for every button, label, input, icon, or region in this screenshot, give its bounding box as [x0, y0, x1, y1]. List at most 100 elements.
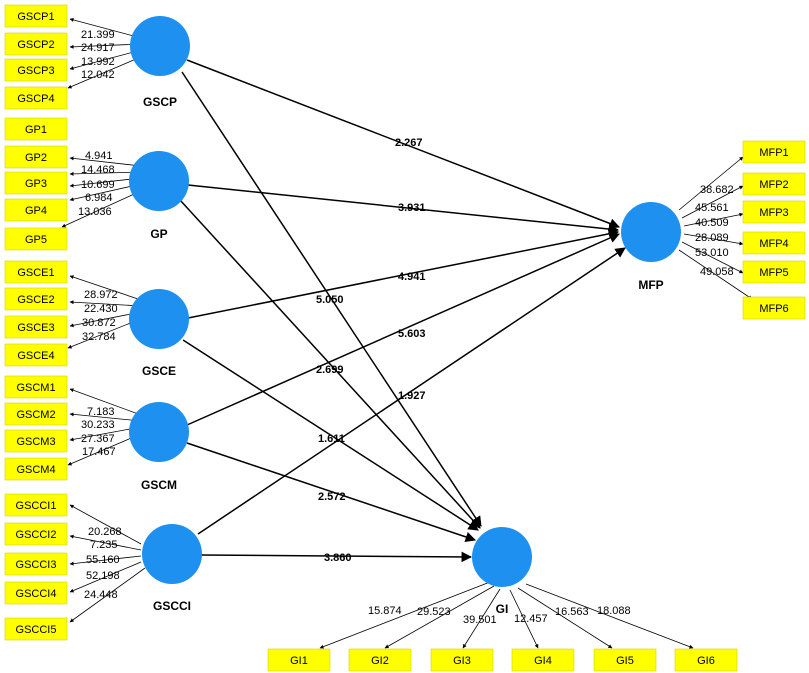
- loading-gi3: 39.501: [463, 614, 497, 626]
- indicator-gi1: GI1: [290, 655, 308, 667]
- loading-gscci4: 52.198: [86, 570, 120, 582]
- construct-gsce-label: GSCE: [142, 364, 176, 378]
- indicator-gscci2: GSCCI2: [16, 529, 57, 541]
- indicator-gscp4: GSCP4: [17, 93, 54, 105]
- construct-gscci-label: GSCCI: [153, 599, 191, 613]
- construct-gi-circle: [472, 527, 532, 587]
- construct-gp-circle: [129, 151, 189, 211]
- path-gscp-gi: [181, 71, 482, 527]
- indicator-gscci5: GSCCI5: [16, 624, 57, 636]
- indicator-gscm1: GSCM1: [16, 382, 55, 394]
- loading-mfp5: 53.010: [695, 247, 729, 259]
- indicator-mfp2: MFP2: [759, 179, 788, 191]
- path-gscci-gi: [200, 551, 473, 563]
- path-gscm-mfp: [186, 233, 620, 426]
- path-label-gscci-mfp: 1.927: [398, 390, 426, 402]
- loading-gsce4: 32.784: [82, 331, 116, 343]
- loading-gp5: 13.036: [78, 206, 112, 218]
- loading-gi4: 12.457: [514, 613, 548, 625]
- indicator-gscp3: GSCP3: [17, 65, 54, 77]
- latent-constructs: GSCP GP GSCE GSCM GSCCI MFP GI: [129, 16, 681, 616]
- loading-mfp2: 45.561: [695, 202, 729, 214]
- indicator-gscm4: GSCM4: [16, 464, 55, 476]
- path-gp-mfp: [187, 184, 620, 235]
- loading-gp4: 6.984: [85, 192, 113, 204]
- indicator-gscm2: GSCM2: [16, 409, 55, 421]
- construct-gsce-circle: [129, 289, 189, 349]
- path-gscci-mfp: [197, 247, 626, 535]
- construct-mfp-label: MFP: [638, 278, 663, 292]
- indicator-gi3: GI3: [453, 655, 471, 667]
- indicator-gi5: GI5: [616, 655, 634, 667]
- loading-mfp6: 49.058: [700, 266, 734, 278]
- construct-mfp-circle: [621, 202, 681, 262]
- indicator-gsce3: GSCE3: [17, 322, 54, 334]
- indicator-gi2: GI2: [371, 655, 389, 667]
- indicator-gscp2: GSCP2: [17, 39, 54, 51]
- loading-gp1: 4.941: [85, 150, 113, 162]
- path-gsce-mfp: [187, 228, 620, 319]
- indicator-mfp4: MFP4: [759, 238, 788, 250]
- path-label-gscci-gi: 3.860: [324, 552, 352, 564]
- indicator-gp1: GP1: [25, 124, 47, 136]
- indicator-gi6: GI6: [697, 655, 715, 667]
- loading-gscm1: 7.183: [87, 406, 115, 418]
- indicator-gscp1: GSCP1: [17, 11, 54, 23]
- construct-gscm-circle: [129, 402, 189, 462]
- structural-paths: 2.267 3.931 4.941 5.603 1.927 5.050 2.69…: [179, 59, 626, 564]
- indicator-mfp1: MFP1: [759, 147, 788, 159]
- indicator-gsce1: GSCE1: [17, 267, 54, 279]
- loading-gsce2: 22.430: [84, 303, 118, 315]
- indicator-gp5: GP5: [25, 234, 47, 246]
- loading-gp3: 10.699: [81, 179, 115, 191]
- indicator-gscci4: GSCCI4: [16, 588, 57, 600]
- loading-gscci5: 24.448: [84, 589, 118, 601]
- indicator-gscci3: GSCCI3: [16, 559, 57, 571]
- loading-gscm2: 30.233: [81, 419, 115, 431]
- indicator-gscci1: GSCCI1: [16, 500, 57, 512]
- indicator-gp4: GP4: [25, 205, 47, 217]
- indicator-mfp3: MFP3: [759, 207, 788, 219]
- construct-gi-label: GI: [496, 602, 509, 616]
- path-label-gsce-mfp: 4.941: [398, 271, 426, 283]
- path-label-gsce-gi: 1.611: [318, 433, 345, 445]
- construct-gscm-label: GSCM: [141, 478, 177, 492]
- loading-mfp4: 28.089: [695, 232, 729, 244]
- indicator-gsce2: GSCE2: [17, 294, 54, 306]
- loading-gsce1: 28.972: [84, 289, 118, 301]
- path-label-gscm-gi: 2.572: [318, 491, 346, 503]
- loading-gscci1: 20.268: [88, 526, 122, 538]
- loading-gscm3: 27.367: [81, 433, 115, 445]
- loading-gi5: 16.563: [555, 606, 589, 618]
- loading-gscp4: 12.042: [81, 69, 115, 81]
- loading-gi2: 29.523: [417, 606, 451, 618]
- loading-mfp1: 38.682: [700, 184, 734, 196]
- loading-mfp3: 40.509: [695, 217, 729, 229]
- indicator-gscm3: GSCM3: [16, 436, 55, 448]
- path-label-gscp-gi: 5.050: [316, 294, 344, 306]
- indicator-gsce4: GSCE4: [17, 350, 54, 362]
- loading-gscci2: 7.235: [90, 539, 118, 551]
- path-label-gp-mfp: 3.931: [398, 202, 426, 214]
- path-label-gscp-mfp: 2.267: [395, 137, 423, 149]
- path-gscp-mfp: [186, 59, 620, 229]
- loading-gscp3: 13.992: [81, 56, 115, 68]
- path-label-gscm-mfp: 5.603: [398, 328, 426, 340]
- construct-gp-label: GP: [150, 227, 167, 241]
- indicator-gp3: GP3: [25, 178, 47, 190]
- loading-gscci3: 55.160: [86, 554, 120, 566]
- path-gp-gi: [179, 199, 481, 529]
- indicator-boxes: GSCP1 GSCP2 GSCP3 GSCP4 GP1 GP2 GP3 GP4 …: [4, 4, 806, 672]
- loading-gscp2: 24.917: [81, 42, 115, 54]
- indicator-mfp5: MFP5: [759, 267, 788, 279]
- indicator-mfp6: MFP6: [759, 303, 788, 315]
- path-gscm-gi: [186, 442, 476, 542]
- path-gsce-gi: [182, 339, 479, 531]
- construct-gscp-label: GSCP: [143, 95, 177, 109]
- loading-gi6: 18.088: [597, 605, 631, 617]
- loading-gsce3: 30.872: [82, 317, 116, 329]
- loading-gp2: 14.468: [81, 164, 115, 176]
- indicator-gp2: GP2: [25, 152, 47, 164]
- loading-gscp1: 21.399: [81, 29, 115, 41]
